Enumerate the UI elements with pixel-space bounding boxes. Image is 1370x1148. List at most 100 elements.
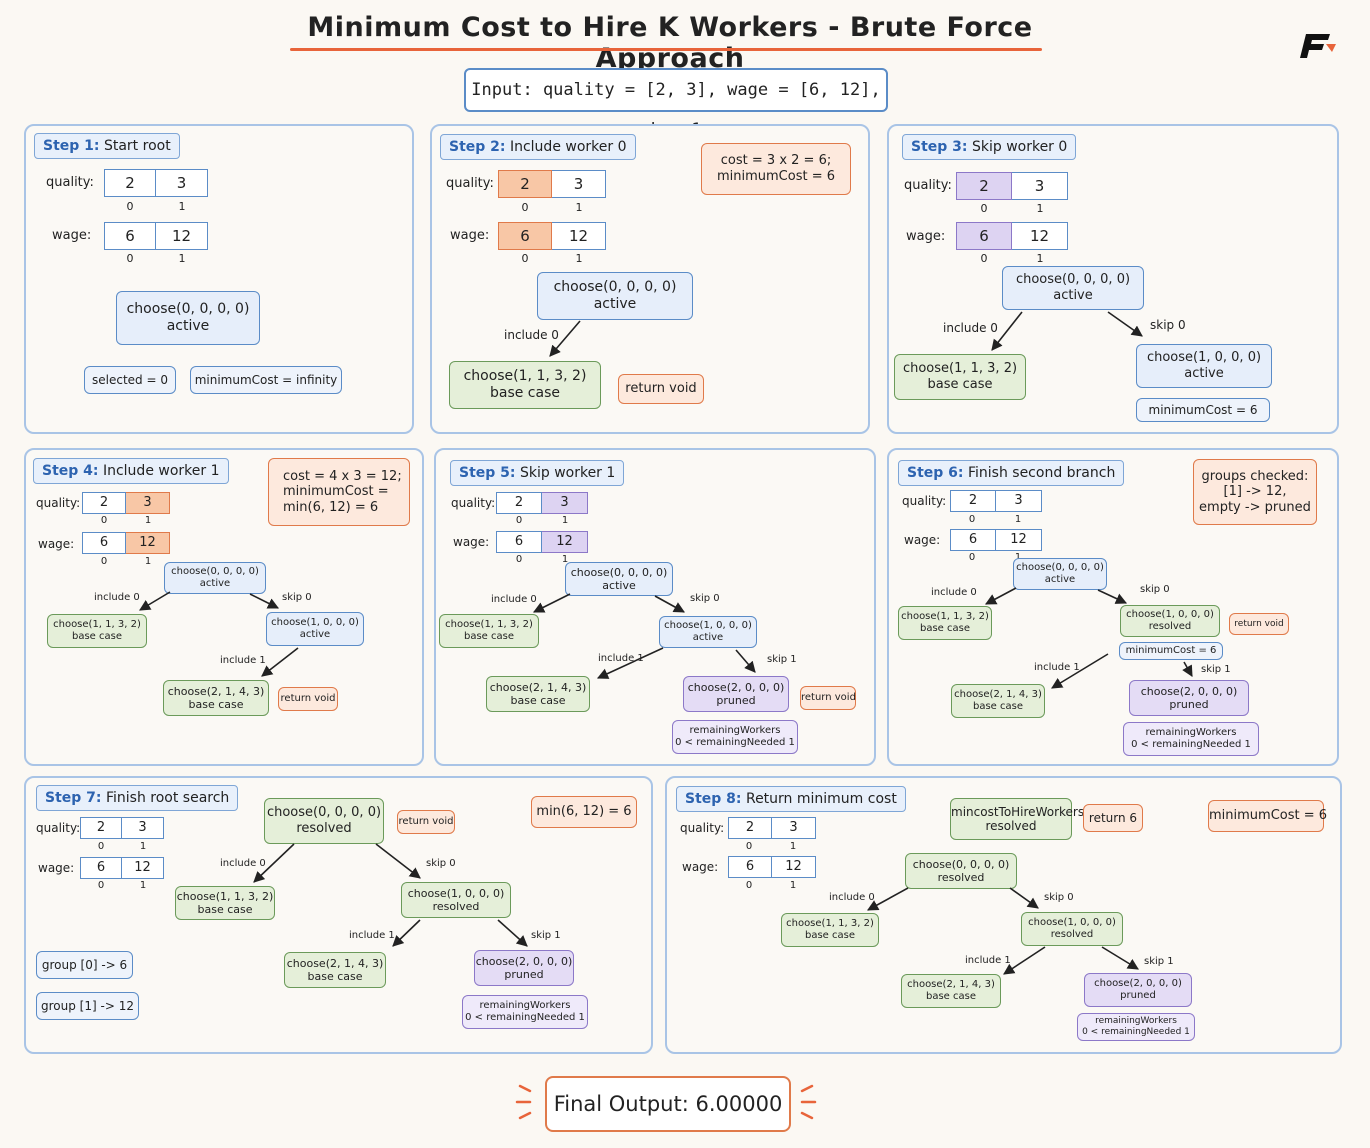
- return-value-note: return 6: [1083, 804, 1143, 832]
- node-call: choose(2, 0, 0, 0): [687, 680, 785, 694]
- node-state: base case: [804, 930, 855, 941]
- note-line: remainingWorkers: [1145, 727, 1237, 738]
- quality-label: quality:: [680, 821, 725, 835]
- node-call: choose(0, 0, 0, 0): [126, 301, 250, 318]
- group-1-result: group [1] -> 12: [36, 992, 139, 1020]
- node-state: resolved: [1148, 621, 1192, 632]
- quality-array: 2 3: [80, 817, 164, 839]
- quality-label: quality:: [904, 178, 952, 193]
- grandchild-node-skip-1: choose(2, 0, 0, 0)pruned: [474, 950, 574, 986]
- note-line: 0 < remainingNeeded 1: [1131, 739, 1251, 750]
- edge-label-skip-0: skip 0: [1140, 584, 1170, 595]
- node-call: choose(0, 0, 0, 0): [570, 565, 668, 579]
- node-state: base case: [927, 377, 993, 392]
- edge-label-include-1: include 1: [349, 930, 395, 941]
- index-label: 1: [1036, 252, 1044, 265]
- node-call: choose(1, 1, 3, 2): [902, 361, 1018, 377]
- child-node-skip-0: choose(1, 0, 0, 0)active: [659, 616, 757, 648]
- quality-array: 2 3: [956, 172, 1068, 200]
- note-line: empty -> pruned: [1199, 499, 1311, 515]
- child-node-skip-0: choose(1, 0, 0, 0)resolved: [1021, 912, 1123, 946]
- node-call: choose(0, 0, 0, 0): [553, 279, 677, 296]
- return-void-note: return void: [278, 687, 338, 711]
- node-call: choose(1, 1, 3, 2): [463, 368, 587, 385]
- node-state: base case: [919, 623, 970, 634]
- root-node: choose(0, 0, 0, 0)resolved: [264, 798, 384, 844]
- node-state: active: [1053, 288, 1093, 303]
- node-call: choose(0, 0, 0, 0): [912, 857, 1010, 871]
- edge-label-skip-1: skip 1: [1144, 956, 1174, 967]
- wage-cell: 12: [996, 529, 1042, 551]
- wage-label: wage:: [450, 228, 490, 243]
- quality-cell: 2: [82, 492, 126, 514]
- quality-cell: 2: [728, 817, 772, 839]
- node-state: base case: [463, 631, 514, 642]
- wage-label: wage:: [906, 229, 946, 244]
- step-title: Start root: [103, 138, 171, 154]
- node-state: active: [199, 578, 231, 589]
- node-call: choose(2, 1, 4, 3): [489, 680, 587, 694]
- grandchild-node-skip-1: choose(2, 0, 0, 0)pruned: [1129, 680, 1249, 716]
- quality-label: quality:: [46, 175, 94, 190]
- wage-cell: 6: [496, 531, 542, 553]
- index-label: 0: [980, 252, 988, 265]
- edge-label-skip-0: skip 0: [1150, 318, 1186, 332]
- node-state: pruned: [1120, 990, 1156, 1001]
- selected-counter: selected = 0: [84, 366, 176, 394]
- wage-label: wage:: [682, 860, 719, 874]
- group-text: group [0] -> 6: [41, 957, 128, 972]
- node-call: choose(1, 1, 3, 2): [901, 611, 989, 622]
- quality-array: 2 3: [728, 817, 816, 839]
- grandchild-node-skip-1: choose(2, 0, 0, 0)pruned: [1084, 973, 1192, 1007]
- quality-cell: 2: [104, 169, 156, 197]
- node-call: choose(0, 0, 0, 0): [266, 805, 382, 821]
- note-line: cost = 4 x 3 = 12;: [283, 468, 402, 484]
- quality-cell: 3: [122, 817, 164, 839]
- node-state: active: [1184, 366, 1224, 381]
- child-node-skip-0: choose(1, 0, 0, 0)active: [266, 612, 364, 646]
- input-box: Input: quality = [2, 3], wage = [6, 12],…: [464, 68, 888, 140]
- note-text: return void: [801, 692, 856, 703]
- edge-label-include-0: include 0: [491, 594, 537, 605]
- note-text: min(6, 12) = 6: [536, 804, 632, 820]
- wage-cell-skipped: 6: [956, 222, 1012, 250]
- note-text: return void: [280, 693, 336, 704]
- root-node: choose(0, 0, 0, 0)active: [565, 562, 673, 596]
- node-state: pruned: [504, 968, 544, 981]
- note-line: [1] -> 12,: [1223, 484, 1287, 500]
- quality-cell: 2: [496, 492, 542, 514]
- index-label: 0: [126, 252, 134, 265]
- step-1-header: Step 1: Start root: [34, 133, 180, 159]
- wage-label: wage:: [453, 535, 490, 549]
- node-call: choose(1, 1, 3, 2): [176, 889, 274, 903]
- edge-label-skip-1: skip 1: [531, 930, 561, 941]
- node-call: choose(1, 0, 0, 0): [1028, 917, 1116, 928]
- index-label: 0: [100, 556, 108, 567]
- index-label: 1: [139, 841, 147, 852]
- child-node-skip-0: choose(1, 0, 0, 0)active: [1136, 344, 1272, 388]
- edge-label-include-1: include 1: [965, 955, 1011, 966]
- node-call: choose(1, 0, 0, 0): [1146, 350, 1262, 366]
- note-text: return void: [398, 816, 454, 827]
- wage-label: wage:: [52, 228, 92, 243]
- quality-label: quality:: [36, 821, 81, 835]
- index-label: 1: [789, 880, 797, 891]
- wage-cell: 6: [104, 222, 156, 250]
- wage-array: 6 12: [950, 529, 1042, 551]
- note-text: return void: [625, 381, 697, 397]
- brand-logo-icon: [1300, 34, 1336, 58]
- node-state: pruned: [716, 694, 756, 707]
- return-void-note: return void: [618, 374, 704, 404]
- grandchild-node-include-1: choose(2, 1, 4, 3)base case: [163, 680, 269, 716]
- minimum-cost-text: minimumCost = 6: [1148, 402, 1258, 417]
- edge-label-include-0: include 0: [220, 858, 266, 869]
- child-node-include-0: choose(1, 1, 3, 2)base case: [894, 354, 1026, 400]
- quality-cell: 3: [996, 490, 1042, 512]
- cost-note: cost = 3 x 2 = 6;minimumCost = 6: [701, 143, 851, 195]
- minimum-cost-badge: minimumCost = infinity: [190, 366, 342, 394]
- node-call: mincostToHireWorkers: [951, 804, 1085, 819]
- node-state: resolved: [937, 871, 985, 884]
- edge-label-skip-0: skip 0: [690, 593, 720, 604]
- page-title: Minimum Cost to Hire K Workers - Brute F…: [307, 12, 1033, 74]
- node-call: choose(0, 0, 0, 0): [1016, 562, 1104, 573]
